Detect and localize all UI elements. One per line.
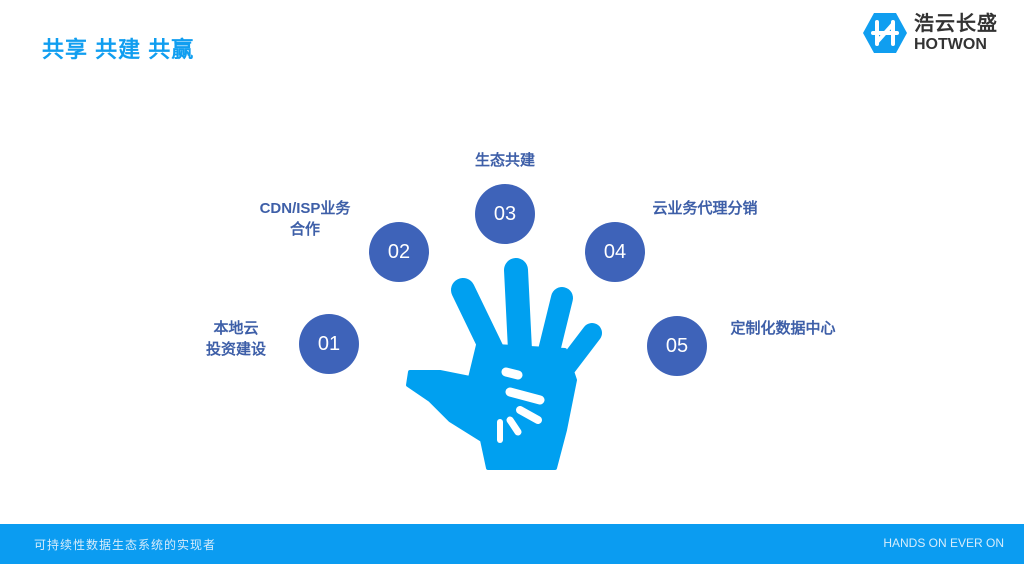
item-label-05: 定制化数据中心 (730, 320, 836, 337)
item-label-04: 云业务代理分销 (652, 200, 758, 217)
item-circle-01: 01 (299, 314, 359, 374)
footer-slogan: 可持续性数据生态系统的实现者 (34, 538, 217, 552)
logo-cn: 浩云长盛 (914, 12, 998, 35)
hotwon-logo-icon (863, 13, 907, 53)
item-label-03: 生态共建 (474, 152, 535, 169)
item-label-02: CDN/ISP业务 合作 (259, 200, 351, 238)
item-circle-04: 04 (585, 222, 645, 282)
footer-bar: 可持续性数据生态系统的实现者 HANDS ON EVER ON (0, 524, 1024, 564)
logo: 浩云长盛 HOTWON (862, 12, 998, 54)
item-circle-05: 05 (647, 316, 707, 376)
logo-en: HOTWON (914, 35, 987, 53)
item-circle-03: 03 (475, 184, 535, 244)
item-label-01: 本地云 投资建设 (205, 320, 266, 358)
footer-tagline: HANDS ON EVER ON (883, 536, 1004, 550)
page-title: 共享 共建 共赢 (42, 37, 195, 62)
item-circle-02: 02 (369, 222, 429, 282)
